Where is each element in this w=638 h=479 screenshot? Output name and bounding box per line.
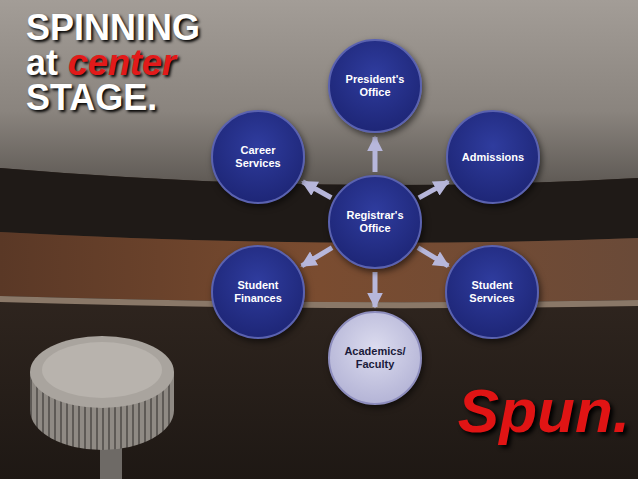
office-label: Student Services xyxy=(455,279,529,305)
office-label: Student Finances xyxy=(221,279,295,305)
office-circle: Registrar's Office xyxy=(328,175,422,269)
office-label: Registrar's Office xyxy=(338,209,412,235)
office-circle: Student Finances xyxy=(211,245,305,339)
slide-tagline: Spun. xyxy=(458,375,630,446)
office-label: Academics/ Faculty xyxy=(338,345,412,371)
office-label: President's Office xyxy=(338,73,412,99)
flow-arrow xyxy=(303,182,332,198)
title-word: center xyxy=(68,42,176,83)
office-circle: President's Office xyxy=(328,39,422,133)
office-label: Career Services xyxy=(221,144,295,170)
flow-arrow xyxy=(373,137,378,172)
title-word: at xyxy=(26,42,58,83)
knob-face xyxy=(42,342,162,398)
rim-edge xyxy=(0,296,638,308)
title-space xyxy=(58,42,68,83)
title-word: SPINNING xyxy=(26,7,200,48)
knob-top xyxy=(30,336,174,408)
office-circle: Academics/ Faculty xyxy=(328,311,422,405)
platter-rim xyxy=(0,168,638,243)
flow-arrow xyxy=(419,182,449,198)
office-circle: Student Services xyxy=(445,245,539,339)
flow-arrow xyxy=(418,248,448,266)
rust-band xyxy=(0,232,638,302)
office-label: Admissions xyxy=(462,151,524,164)
office-circle: Career Services xyxy=(211,110,305,204)
platter-surface xyxy=(0,0,638,185)
title-word: STAGE. xyxy=(26,77,157,118)
office-circle: Admissions xyxy=(446,110,540,204)
slide-title: SPINNING at center STAGE. xyxy=(26,10,231,115)
flow-arrow xyxy=(373,272,378,307)
flow-arrow xyxy=(302,248,332,266)
